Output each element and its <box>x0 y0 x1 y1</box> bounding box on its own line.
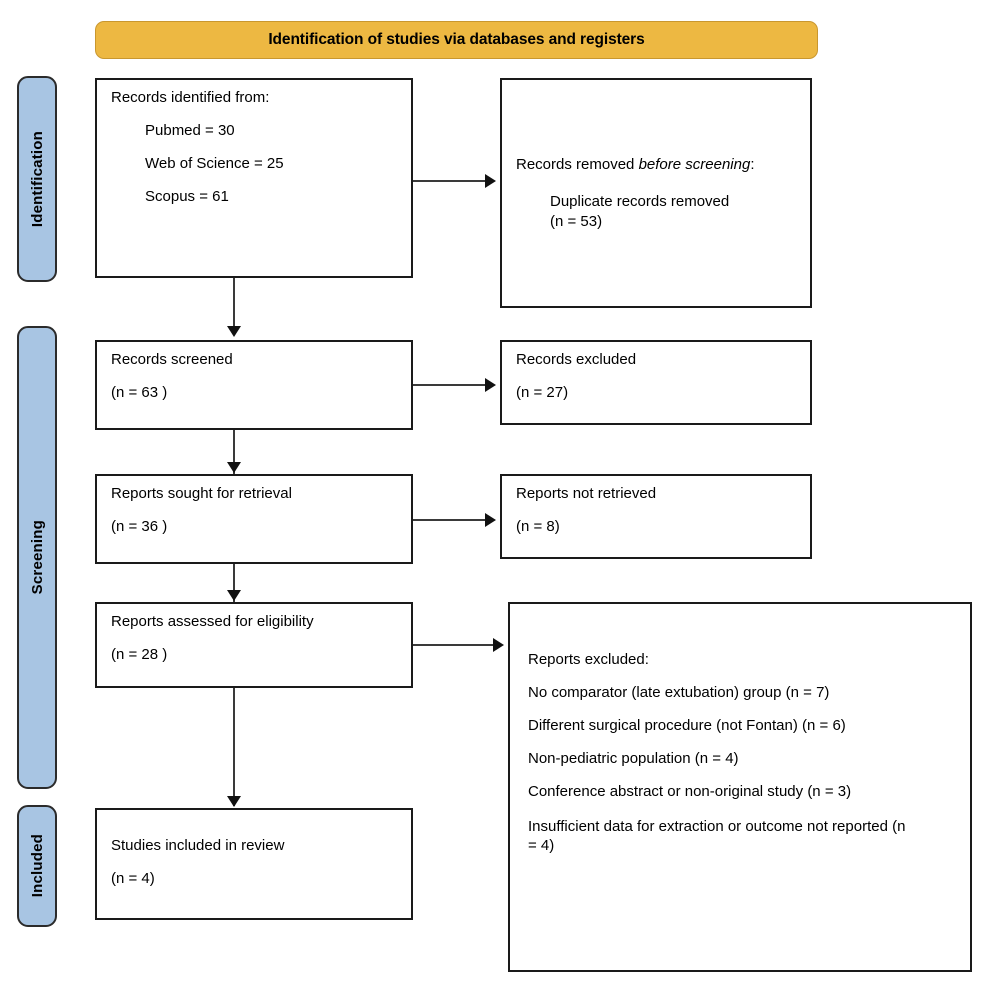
stage-label-screening: Screening <box>17 326 57 789</box>
box-records-identified: Records identified from: Pubmed = 30 Web… <box>95 78 413 278</box>
connector-sought-to-not-retrieved <box>413 519 485 521</box>
records-removed-detail: Duplicate records removed <box>550 193 730 211</box>
records-removed-detail-block: Duplicate records removed (n = 53) <box>516 192 796 230</box>
reports-assessed-label: Reports assessed for eligibility <box>111 613 314 630</box>
records-identified-source-pubmed: Pubmed = 30 <box>145 122 235 139</box>
box-records-removed: Records removed before screening: Duplic… <box>500 78 812 308</box>
reports-excluded-reason-1: No comparator (late extubation) group (n… <box>528 684 830 701</box>
records-removed-heading-colon: : <box>750 156 755 174</box>
studies-included-count: (n = 4) <box>111 870 155 887</box>
box-reports-not-retrieved: Reports not retrieved (n = 8) <box>500 474 812 559</box>
records-removed-count: (n = 53) <box>550 212 603 230</box>
records-removed-heading-text: Records removed <box>516 156 639 174</box>
reports-not-retrieved-label: Reports not retrieved <box>516 485 657 502</box>
records-identified-source-wos: Web of Science = 25 <box>145 155 284 172</box>
reports-excluded-reason-4: Conference abstract or non-original stud… <box>528 783 852 800</box>
arrow-identified-to-removed-icon <box>485 174 496 188</box>
connector-assessed-to-included <box>233 688 235 806</box>
banner-identification-title: Identification of studies via databases … <box>95 21 818 59</box>
stage-label-identification-text: Identification <box>28 130 46 228</box>
records-identified-source-scopus: Scopus = 61 <box>145 188 229 205</box>
connector-identified-to-screened <box>233 278 235 328</box>
records-screened-label: Records screened <box>111 351 233 368</box>
records-identified-heading: Records identified from: <box>111 89 270 106</box>
connector-assessed-to-excluded <box>413 644 493 646</box>
stage-label-included: Included <box>17 805 57 927</box>
arrow-sought-to-assessed-icon <box>227 590 241 601</box>
arrow-assessed-to-excluded-icon <box>493 638 504 652</box>
arrow-screened-to-sought-icon <box>227 462 241 473</box>
reports-sought-label: Reports sought for retrieval <box>111 485 292 502</box>
box-records-screened: Records screened (n = 63 ) <box>95 340 413 430</box>
records-excluded-count: (n = 27) <box>516 384 569 401</box>
records-removed-heading: Records removed before screening: <box>516 155 796 174</box>
records-screened-count: (n = 63 ) <box>111 384 168 401</box>
studies-included-label: Studies included in review <box>111 837 285 854</box>
stage-label-identification: Identification <box>17 76 57 282</box>
connector-screened-to-sought <box>233 430 235 474</box>
arrow-screened-to-excluded-icon <box>485 378 496 392</box>
connector-screened-to-excluded <box>413 384 485 386</box>
reports-excluded-reason-2: Different surgical procedure (not Fontan… <box>528 717 846 734</box>
connector-sought-to-assessed <box>233 564 235 602</box>
box-reports-assessed: Reports assessed for eligibility (n = 28… <box>95 602 413 688</box>
reports-excluded-heading: Reports excluded: <box>528 651 649 668</box>
box-records-excluded: Records excluded (n = 27) <box>500 340 812 425</box>
records-removed-heading-italic-before: before <box>638 156 682 174</box>
records-removed-heading-italic-screening: screening <box>685 156 751 174</box>
stage-label-included-text: Included <box>28 834 46 898</box>
reports-assessed-count: (n = 28 ) <box>111 646 168 663</box>
box-reports-excluded: Reports excluded: No comparator (late ex… <box>508 602 972 972</box>
stage-label-screening-text: Screening <box>28 520 46 595</box>
reports-excluded-reason-3: Non-pediatric population (n = 4) <box>528 750 739 767</box>
records-excluded-label: Records excluded <box>516 351 637 368</box>
box-reports-sought: Reports sought for retrieval (n = 36 ) <box>95 474 413 564</box>
reports-not-retrieved-count: (n = 8) <box>516 518 560 535</box>
banner-label: Identification of studies via databases … <box>268 31 645 48</box>
arrow-assessed-to-included-icon <box>227 796 241 807</box>
arrow-identified-to-screened-icon <box>227 326 241 337</box>
arrow-sought-to-not-retrieved-icon <box>485 513 496 527</box>
box-studies-included: Studies included in review (n = 4) <box>95 808 413 920</box>
reports-sought-count: (n = 36 ) <box>111 518 168 535</box>
connector-identified-to-removed <box>413 180 485 182</box>
reports-excluded-reason-5: Insufficient data for extraction or outc… <box>528 818 906 855</box>
